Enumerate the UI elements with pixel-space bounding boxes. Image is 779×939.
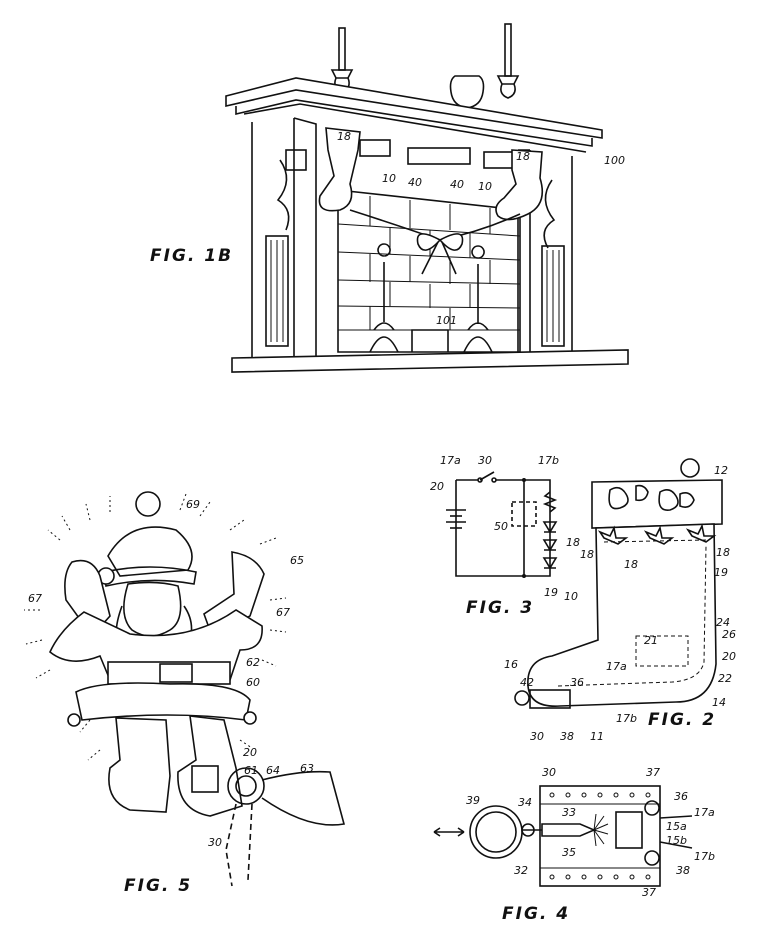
ref-numeral: 15b	[666, 834, 687, 847]
circuit-schematic	[446, 471, 558, 578]
ref-numeral: 20	[243, 746, 257, 759]
ref-numeral: 30	[208, 836, 222, 849]
ref-numeral: 40	[450, 178, 464, 191]
santa-ornament-drawing	[24, 491, 346, 887]
ref-numeral: 21	[644, 634, 658, 647]
fireplace-drawing	[225, 23, 629, 373]
figure-2: FIG. 2 12 18 18 18 19 10 24 26 21 20 16 …	[500, 450, 760, 750]
figure-label: FIG. 2	[648, 710, 717, 730]
ref-numeral: 20	[722, 650, 736, 663]
ref-numeral: 30	[542, 766, 556, 779]
ref-numeral: 18	[516, 150, 530, 163]
figure-label: FIG. 4	[502, 904, 571, 924]
figure-4: FIG. 4 30 37 39 34 33 36 17a 15a 15b 35 …	[430, 760, 720, 935]
ref-numeral: 10	[478, 180, 492, 193]
ref-numeral: 24	[716, 616, 730, 629]
ref-numeral: 32	[514, 864, 528, 877]
ref-numeral: 50	[494, 520, 508, 533]
ref-numeral: 100	[604, 154, 625, 167]
ref-numeral: 16	[504, 658, 518, 671]
ref-numeral: 19	[714, 566, 728, 579]
ref-numeral: 18	[716, 546, 730, 559]
ref-numeral: 67	[28, 592, 42, 605]
ref-numeral: 36	[570, 676, 584, 689]
ref-numeral: 14	[712, 696, 726, 709]
ref-numeral: 17b	[538, 454, 559, 467]
ref-numeral: 17a	[606, 660, 627, 673]
ref-numeral: 12	[714, 464, 728, 477]
ref-numeral: 17a	[694, 806, 715, 819]
ref-numeral: 37	[646, 766, 660, 779]
ref-numeral: 61	[244, 764, 258, 777]
ref-numeral: 101	[436, 314, 457, 327]
switch-detail-drawing	[433, 785, 693, 887]
ref-numeral: 34	[518, 796, 532, 809]
ref-numeral: 67	[276, 606, 290, 619]
ref-numeral: 30	[530, 730, 544, 743]
ref-numeral: 19	[544, 586, 558, 599]
figure-label: FIG. 1B	[150, 246, 234, 266]
figure-label: FIG. 3	[466, 598, 535, 618]
ref-numeral: 39	[466, 794, 480, 807]
ref-numeral: 33	[562, 806, 576, 819]
ref-numeral: 18	[566, 536, 580, 549]
ref-numeral: 10	[564, 590, 578, 603]
ref-numeral: 37	[642, 886, 656, 899]
figure-3: FIG. 3 17a 30 17b 20 50 18 19	[400, 440, 580, 620]
ref-numeral: 38	[676, 864, 690, 877]
ref-numeral: 17a	[440, 454, 461, 467]
figure-1b: FIG. 1B 100 18 18 10 10 40 40 101	[0, 0, 779, 380]
ref-numeral: 64	[266, 764, 280, 777]
ref-numeral: 18	[580, 548, 594, 561]
ref-numeral: 65	[290, 554, 304, 567]
ref-numeral: 10	[382, 172, 396, 185]
ref-numeral: 36	[674, 790, 688, 803]
ref-numeral: 18	[624, 558, 638, 571]
ref-numeral: 15a	[666, 820, 687, 833]
ref-numeral: 11	[590, 730, 604, 743]
figure-5: FIG. 5 69 65 67 67 62 60 20 61 64 63 30	[0, 380, 380, 939]
ref-numeral: 30	[478, 454, 492, 467]
ref-numeral: 26	[722, 628, 736, 641]
ref-numeral: 22	[718, 672, 732, 685]
ref-numeral: 17b	[616, 712, 637, 725]
stocking-drawing	[514, 458, 723, 709]
figure-label: FIG. 5	[124, 876, 193, 896]
ref-numeral: 60	[246, 676, 260, 689]
ref-numeral: 63	[300, 762, 314, 775]
ref-numeral: 18	[337, 130, 351, 143]
ref-numeral: 42	[520, 676, 534, 689]
ref-numeral: 62	[246, 656, 260, 669]
ref-numeral: 35	[562, 846, 576, 859]
ref-numeral: 17b	[694, 850, 715, 863]
ref-numeral: 20	[430, 480, 444, 493]
ref-numeral: 40	[408, 176, 422, 189]
ref-numeral: 69	[186, 498, 200, 511]
ref-numeral: 38	[560, 730, 574, 743]
